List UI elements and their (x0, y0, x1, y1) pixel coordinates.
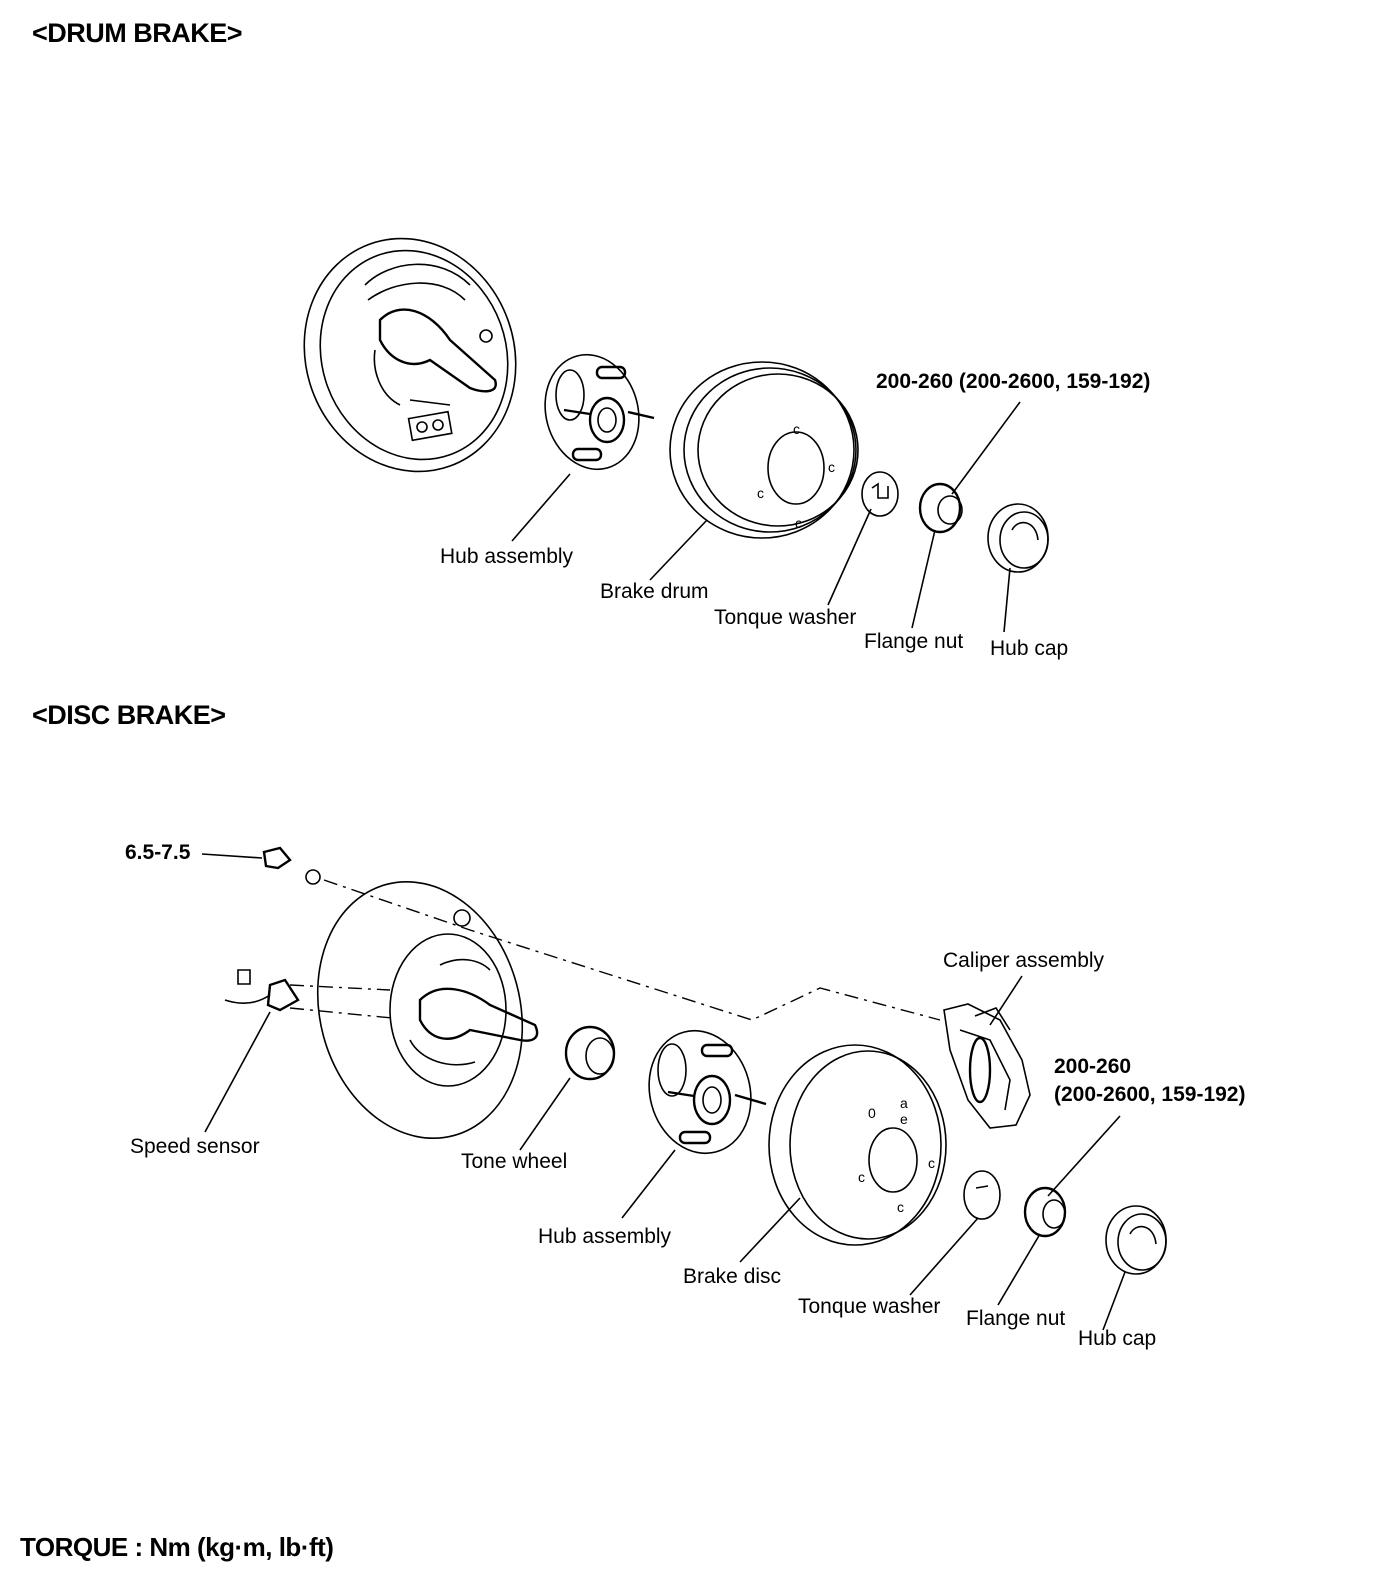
brake-drum-part: c c c c (670, 362, 858, 538)
svg-text:a: a (900, 1095, 908, 1111)
disc-flange-nut-torque-line2: (200-2600, 159-192) (1054, 1083, 1246, 1106)
drum-torque-washer (862, 472, 898, 516)
svg-text:c: c (795, 515, 802, 531)
drum-hub-assembly (533, 344, 654, 480)
drum-hub-cap (988, 504, 1048, 572)
caliper-part (944, 1004, 1030, 1128)
drum-flange-nut (920, 484, 962, 532)
disc-backing-plate (290, 859, 550, 1162)
svg-text:e: e (900, 1111, 908, 1127)
disc-hub-assembly (636, 1019, 766, 1165)
speed-sensor-part (225, 970, 392, 1018)
tone-wheel-part (566, 1027, 614, 1079)
disc-hub-cap (1106, 1206, 1166, 1274)
svg-text:0: 0 (868, 1105, 876, 1121)
torque-units-note: TORQUE : Nm (kg·m, lb·ft) (20, 1532, 334, 1562)
disc-torque-washer (964, 1171, 1000, 1219)
svg-text:c: c (928, 1155, 935, 1171)
drum-hub-cap-label: Hub cap (990, 637, 1069, 660)
svg-text:c: c (858, 1169, 865, 1185)
drum-torque-washer-label: Tonque washer (714, 606, 857, 629)
disc-hub-assembly-label: Hub assembly (538, 1225, 672, 1248)
disc-brake-heading: <DISC BRAKE> (32, 700, 226, 730)
brake-disc-part: 0 a e c c c (769, 1045, 946, 1245)
svg-text:c: c (793, 421, 800, 437)
disc-bolt-torque: 6.5-7.5 (125, 841, 191, 864)
disc-caliper-assembly-label: Caliper assembly (943, 949, 1105, 972)
disc-flange-nut (1025, 1188, 1065, 1236)
drum-brake-heading: <DRUM BRAKE> (32, 18, 243, 48)
drum-backing-plate (272, 209, 548, 502)
svg-text:c: c (828, 459, 835, 475)
drum-brake-drum-label: Brake drum (600, 580, 709, 603)
drum-flange-nut-label: Flange nut (864, 630, 964, 653)
drum-flange-nut-torque: 200-260 (200-2600, 159-192) (876, 370, 1151, 393)
disc-torque-washer-label: Tonque washer (798, 1295, 941, 1318)
disc-brake-disc-label: Brake disc (683, 1265, 782, 1288)
svg-text:c: c (897, 1199, 904, 1215)
disc-flange-nut-label: Flange nut (966, 1307, 1066, 1330)
disc-speed-sensor-label: Speed sensor (130, 1135, 260, 1158)
svg-text:c: c (757, 485, 764, 501)
drum-hub-assembly-label: Hub assembly (440, 545, 574, 568)
disc-hub-cap-label: Hub cap (1078, 1327, 1157, 1350)
disc-flange-nut-torque-line1: 200-260 (1054, 1055, 1132, 1078)
disc-tone-wheel-label: Tone wheel (461, 1150, 568, 1173)
